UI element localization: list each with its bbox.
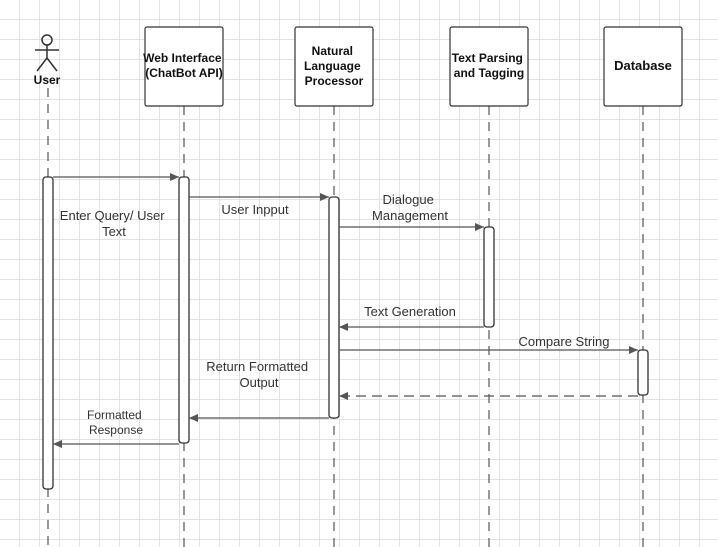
user-label: User: [34, 73, 61, 87]
database-label: Database: [614, 58, 672, 73]
activation-text-parsing: [483, 226, 495, 328]
user-actor-icon: [35, 34, 59, 72]
activation-user: [42, 176, 54, 490]
msg-label-formatted-response: Formatted Response: [87, 408, 145, 437]
msg-label-user-input: User Inpput: [221, 202, 289, 217]
msg-label-compare-string: Compare String: [518, 334, 609, 349]
web-interface-label: Web Interface (ChatBot API): [143, 51, 225, 80]
msg-label-return-formatted-output: Return Formatted Output: [206, 359, 312, 390]
participant-text-parsing: [449, 26, 529, 107]
msg-label-dialogue-management: Dialogue Management: [372, 192, 448, 223]
msg-label-enter-query: Enter Query/ User Text: [60, 208, 168, 239]
activation-database: [637, 349, 649, 396]
activation-nlp: [328, 196, 340, 419]
activation-web: [178, 176, 190, 444]
text-parsing-label: Text Parsing and Tagging: [452, 51, 526, 80]
participant-database: [603, 26, 683, 107]
nlp-label: Natural Language Processor: [304, 44, 364, 88]
msg-label-text-generation: Text Generation: [364, 304, 456, 319]
participant-web-interface: [144, 26, 224, 107]
participant-nlp: [294, 26, 374, 107]
